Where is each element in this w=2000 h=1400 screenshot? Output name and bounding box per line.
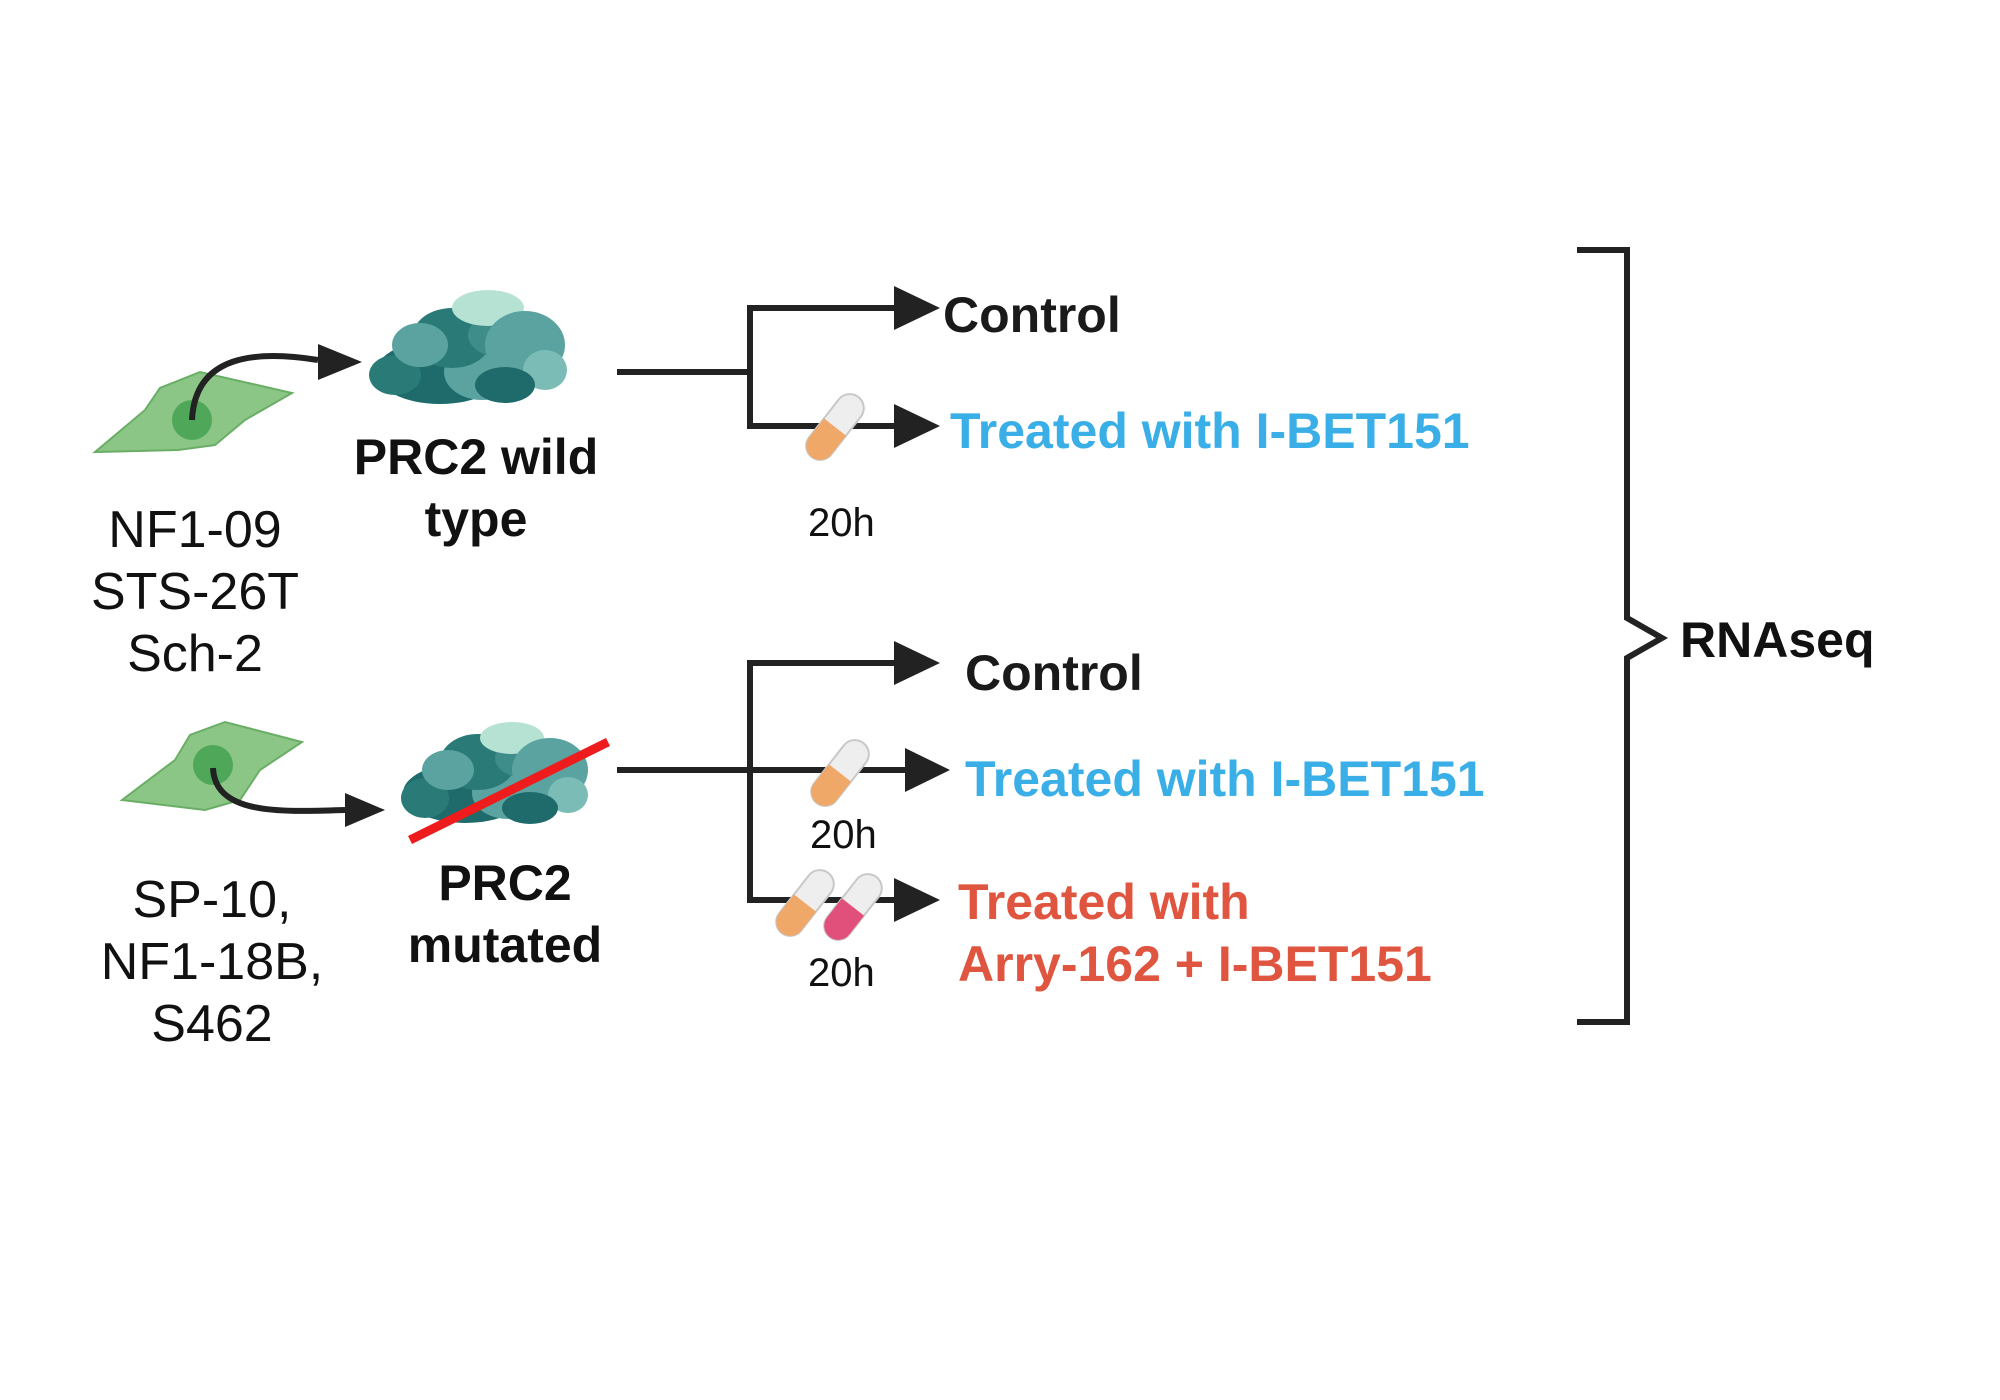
- rnaseq-label: RNAseq: [1680, 612, 1875, 668]
- cell-line-label: STS-26T: [90, 563, 300, 621]
- cell-line-label: SP-10,: [132, 871, 292, 929]
- cell-line-label: NF1-09: [108, 501, 282, 559]
- cell-line-label: Sch-2: [127, 625, 263, 683]
- arrow-icon: [894, 878, 940, 922]
- control-label: Control: [965, 645, 1143, 701]
- curved-arrow-icon: [210, 767, 385, 827]
- strike-through-icon: [408, 737, 610, 845]
- pill-icon: [810, 739, 870, 807]
- bracket-icon: [1577, 247, 1669, 1025]
- cell-icon: [119, 720, 305, 812]
- pill-icon: [805, 393, 865, 461]
- pill-icon: [775, 869, 835, 937]
- arrow-icon: [905, 748, 950, 792]
- duration-label: 20h: [808, 951, 875, 995]
- cell-line-label: S462: [151, 995, 273, 1053]
- prc2-protein-icon: [369, 290, 567, 404]
- control-label: Control: [943, 287, 1121, 343]
- arrow-icon: [894, 286, 940, 330]
- prc2-protein-icon: [401, 722, 588, 824]
- pill-icon: [823, 873, 883, 941]
- arrow-icon: [894, 404, 940, 448]
- cell-line-label: NF1-18B,: [100, 933, 324, 991]
- branch-connector-top: [617, 305, 898, 429]
- prc2-status-label: PRC2: [438, 855, 572, 911]
- prc2-status-label: type: [424, 491, 528, 547]
- prc2-status-label: PRC2 wild: [353, 429, 599, 485]
- curved-arrow-icon: [189, 344, 362, 421]
- duration-label: 20h: [810, 813, 877, 857]
- duration-label: 20h: [808, 501, 875, 545]
- prc2-status-label: mutated: [407, 917, 603, 973]
- treated-ibet-label: Treated with I-BET151: [950, 403, 1470, 459]
- treated-combo-label: Arry-162 + I-BET151: [958, 936, 1432, 992]
- arrow-icon: [894, 641, 940, 685]
- treated-ibet-label: Treated with I-BET151: [965, 751, 1485, 807]
- treated-combo-label: Treated with: [958, 874, 1250, 930]
